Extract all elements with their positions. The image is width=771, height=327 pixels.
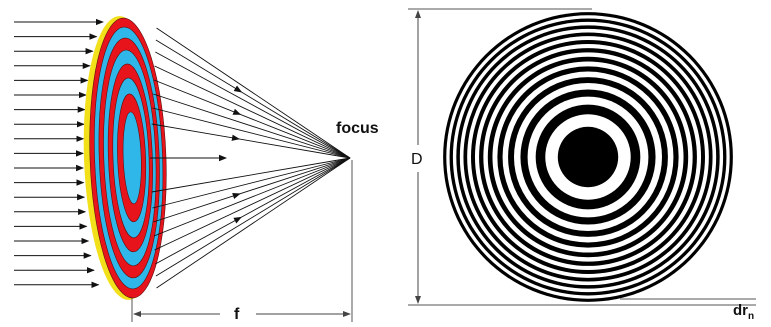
zone-plate-rings bbox=[440, 9, 736, 305]
focus-label: focus bbox=[336, 120, 379, 137]
incident-rays bbox=[14, 18, 104, 288]
converging-ray bbox=[155, 157, 351, 265]
zone-plate-center-disk bbox=[557, 126, 619, 188]
converging-ray bbox=[154, 65, 351, 159]
ring-width-symbol: dr bbox=[733, 302, 748, 319]
converging-ray bbox=[151, 157, 351, 193]
zone-plate-lens bbox=[83, 16, 167, 300]
diameter-label: D bbox=[411, 151, 423, 168]
converging-ray bbox=[155, 39, 351, 159]
diameter-label-bg bbox=[408, 147, 430, 169]
ray-direction-arrow bbox=[232, 192, 241, 200]
converging-ray bbox=[155, 51, 351, 159]
converging-ray bbox=[153, 79, 351, 159]
converging-ray bbox=[153, 93, 351, 159]
ray-direction-arrow bbox=[233, 85, 243, 93]
ring-width-label: drn bbox=[733, 302, 754, 322]
ray-direction-arrow bbox=[233, 216, 242, 224]
focal-length-label: f bbox=[234, 306, 240, 323]
ray-direction-arrow bbox=[231, 134, 240, 141]
converging-ray bbox=[156, 27, 351, 159]
ring-width-subscript: n bbox=[748, 311, 754, 322]
converging-ray bbox=[153, 157, 351, 237]
converging-rays bbox=[151, 27, 351, 289]
converging-ray bbox=[152, 107, 351, 159]
lens-focusing-view: focus f bbox=[14, 16, 379, 323]
converging-ray bbox=[154, 157, 351, 251]
ray-direction-arrow bbox=[232, 108, 242, 115]
converging-ray bbox=[153, 157, 351, 223]
converging-ray bbox=[151, 123, 351, 159]
converging-ray bbox=[155, 157, 351, 277]
converging-ray bbox=[156, 157, 351, 289]
converging-ray bbox=[152, 157, 351, 209]
lens-zone bbox=[122, 111, 142, 205]
zone-plate-front-view: D drn bbox=[408, 8, 756, 322]
